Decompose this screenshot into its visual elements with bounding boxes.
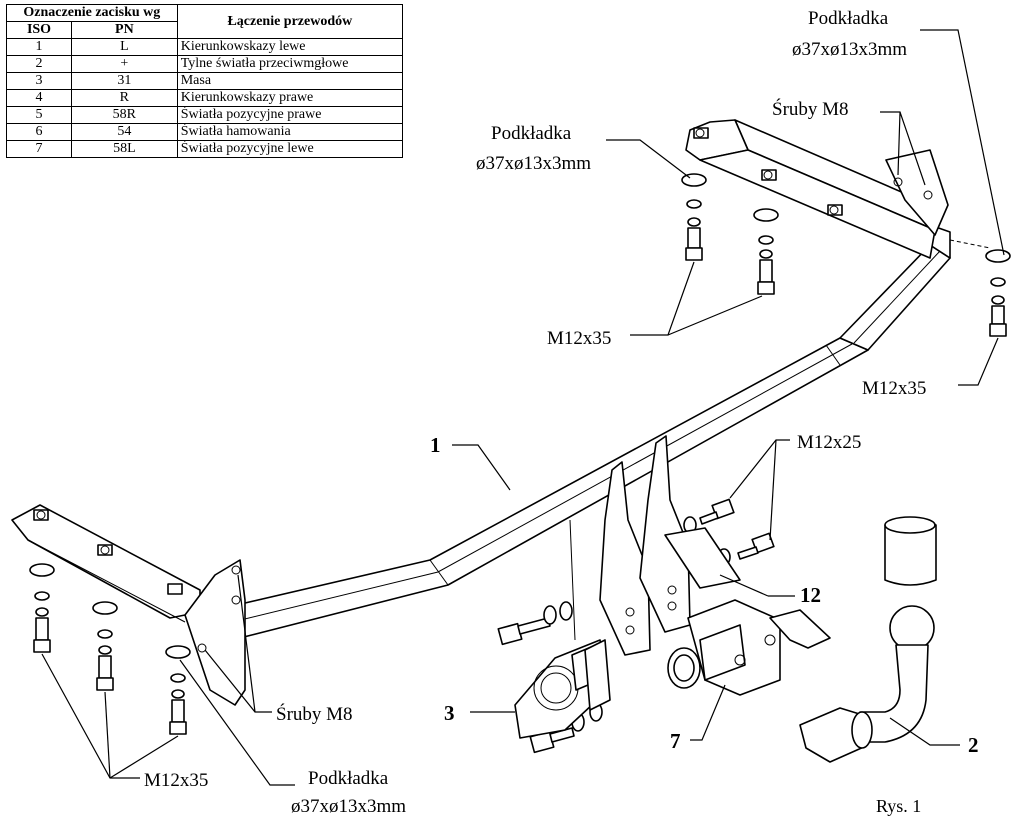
bolt-stack-bottom-left (29, 563, 55, 653)
cell-description: Światła pozycyjne prawe (176, 106, 404, 124)
label-screws-m8-bottom: Śruby M8 (276, 703, 353, 725)
label-bolts-m12x25: M12x25 (797, 432, 861, 453)
figure-caption: Rys. 1 (876, 796, 921, 816)
bolt-stack-top-left (681, 173, 707, 261)
label-part-1: 1 (430, 433, 441, 457)
label-washer-bottom: Podkładka (308, 768, 389, 789)
label-part-12: 12 (800, 583, 821, 607)
bolt-stack-right (949, 239, 1011, 337)
cell-description: Kierunkowskazy prawe (176, 89, 404, 107)
label-bolts-m12x35-right: M12x35 (862, 378, 926, 399)
cell-description: Światła pozycyjne lewe (176, 140, 404, 158)
leader-lines (41, 29, 1005, 786)
bolts-m12x25 (664, 498, 775, 589)
cell-iso: 7 (6, 140, 72, 158)
label-bolts-m12x35-top: M12x35 (547, 328, 611, 349)
cell-pn: 58R (71, 106, 178, 124)
label-bolts-m12x35-bottom: M12x35 (144, 770, 208, 791)
tow-ball (799, 516, 937, 763)
electrical-socket (667, 599, 831, 696)
label-washer-top-mid: Podkładka (491, 123, 572, 144)
wiring-table: Oznaczenie zacisku wg Łączenie przewodów… (6, 4, 404, 158)
bolt-stack-bottom-right (165, 645, 191, 735)
labels: Podkładka ø37xø13x3mm Śruby M8 Podkładka… (144, 8, 979, 817)
bolt-stack-bottom-mid (92, 601, 118, 691)
label-washer-size-bottom: ø37xø13x3mm (291, 796, 406, 817)
label-screws-m8-top: Śruby M8 (772, 98, 849, 120)
label-washer-size-top-mid: ø37xø13x3mm (476, 153, 591, 174)
label-washer-top-right: Podkładka (808, 8, 889, 29)
label-washer-size-top-right: ø37xø13x3mm (792, 39, 907, 60)
bolt-stack-top-mid (753, 208, 779, 295)
socket-plate (514, 639, 611, 739)
label-part-3: 3 (444, 701, 455, 725)
column-iso: ISO (6, 21, 72, 39)
cell-pn: 58L (71, 140, 178, 158)
label-part-2: 2 (968, 733, 979, 757)
label-part-7: 7 (670, 729, 681, 753)
cell-description: Kierunkowskazy lewe (176, 38, 404, 56)
crossbar (11, 119, 951, 706)
